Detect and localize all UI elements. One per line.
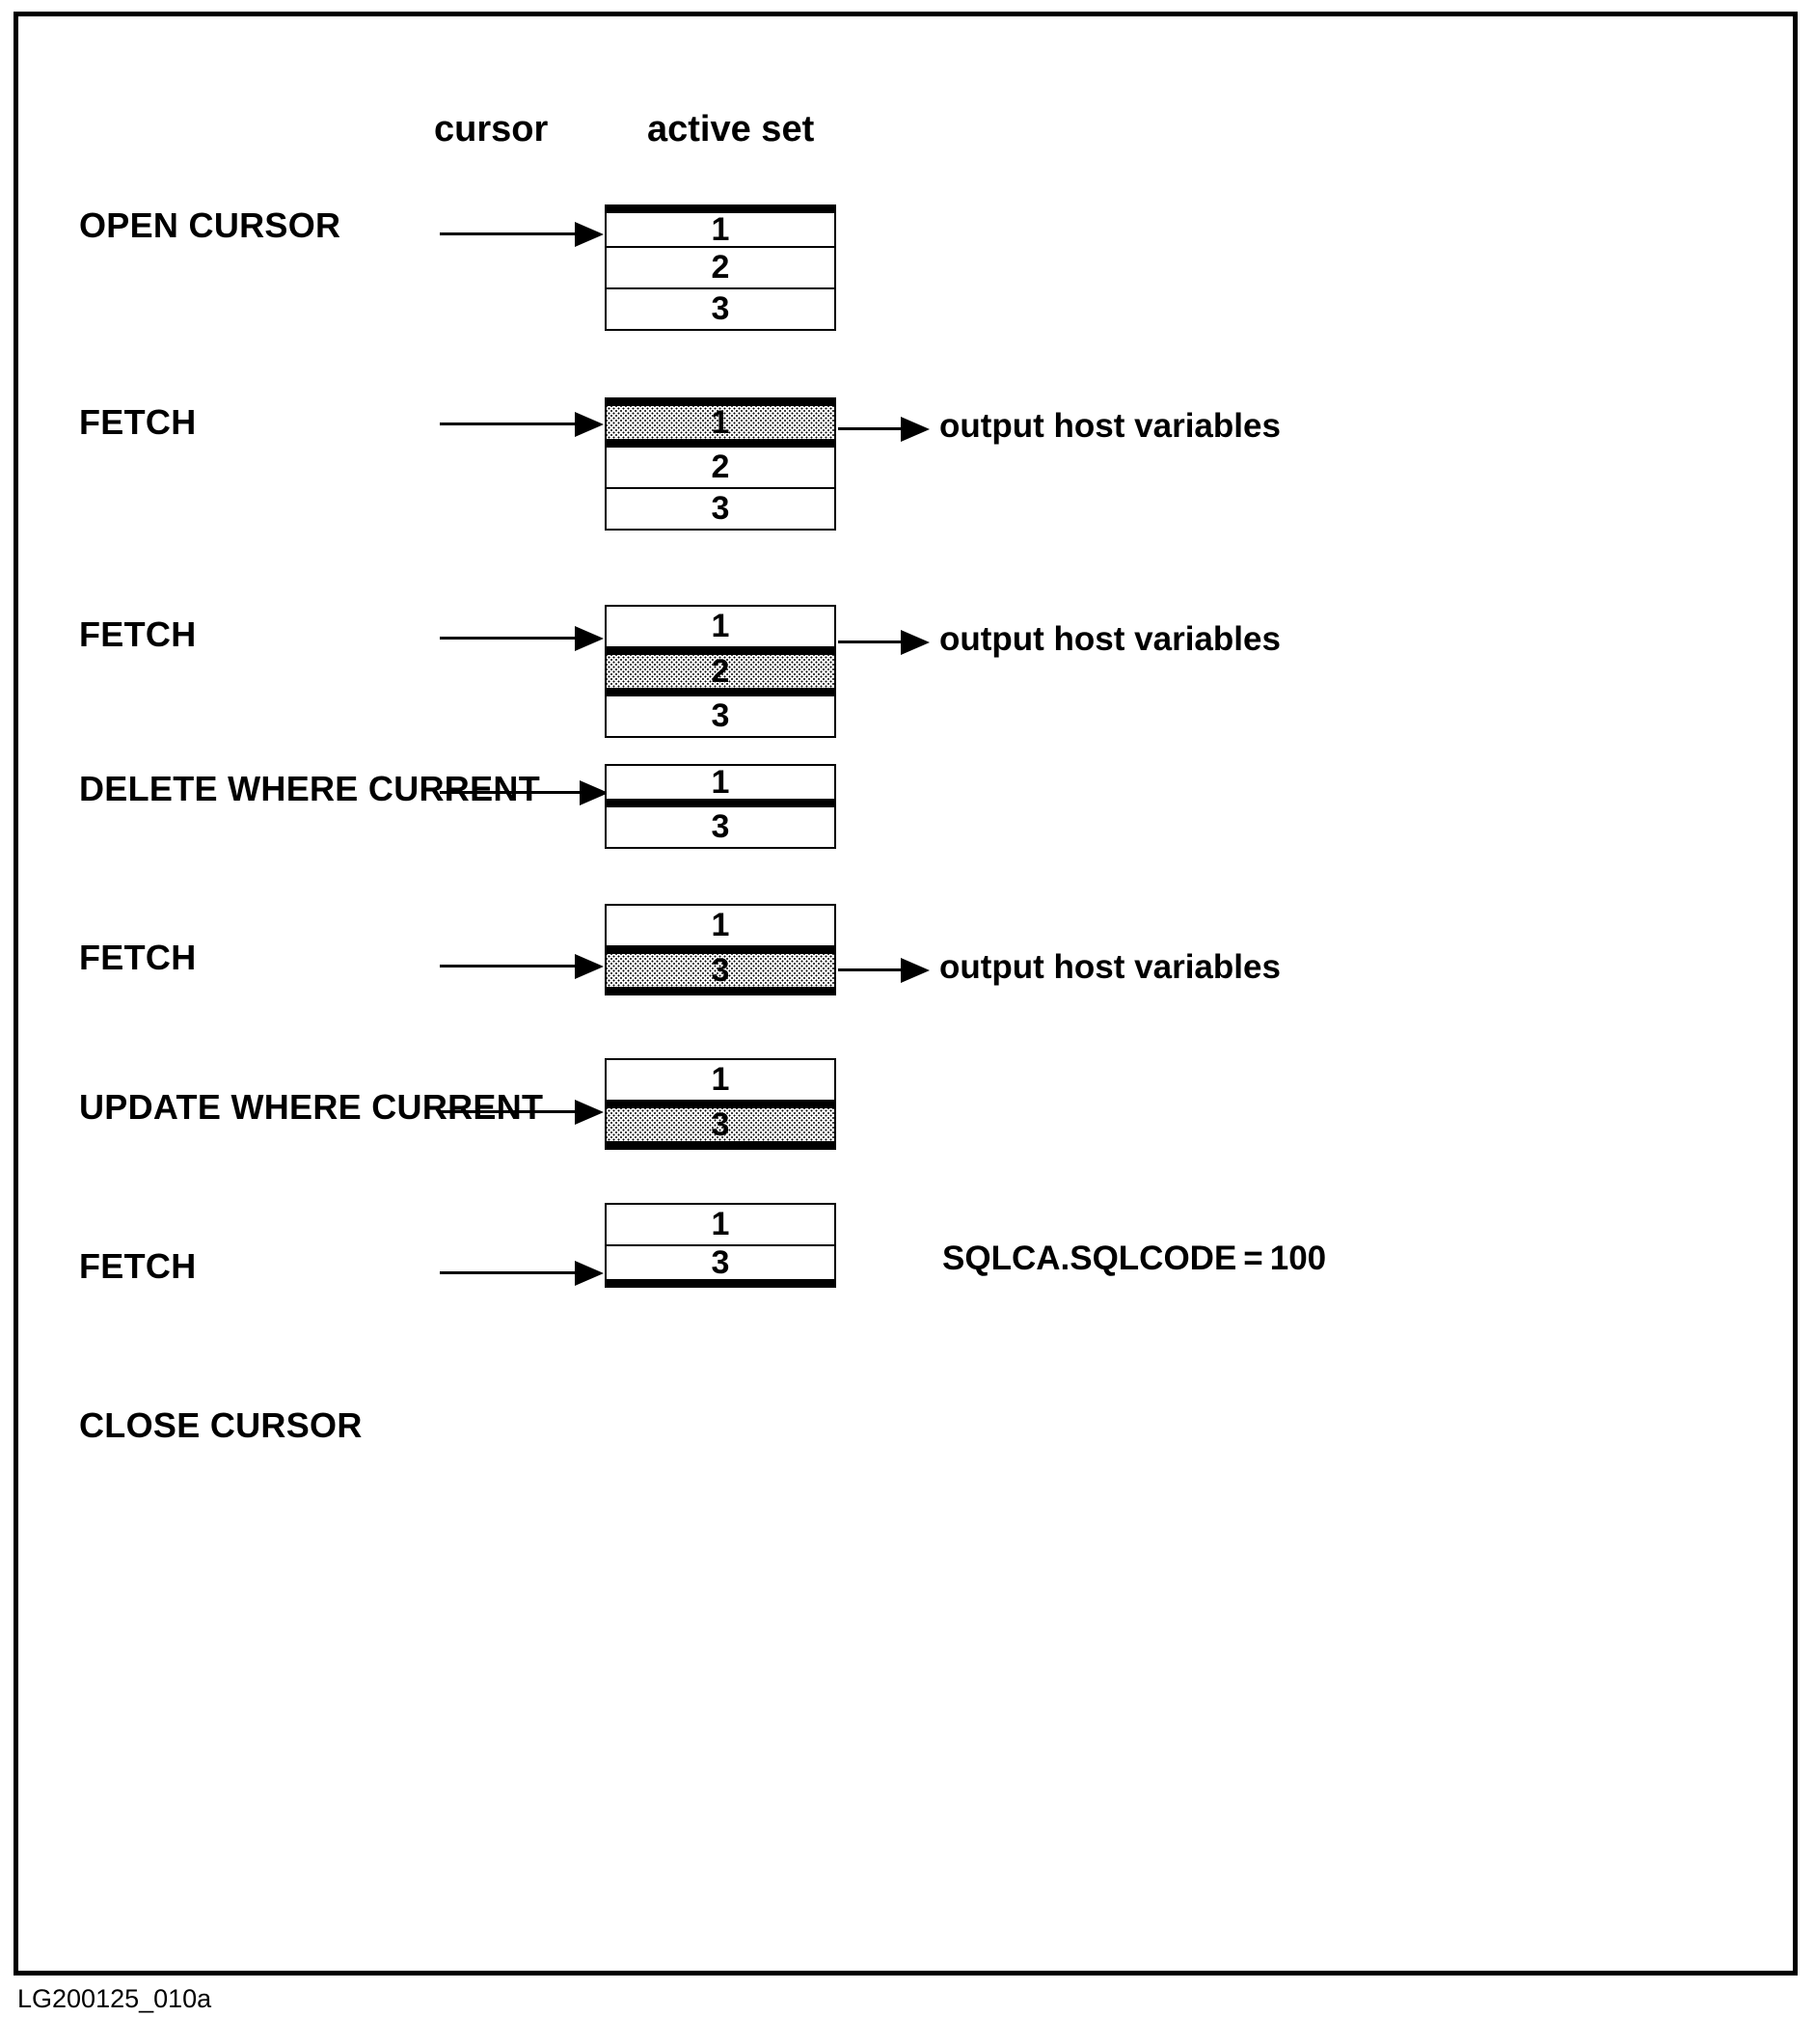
active-set-row-value: 1 — [711, 403, 730, 441]
active-set-row-current: 2 — [605, 646, 836, 696]
arrow-head — [575, 1261, 604, 1286]
arrow-head — [901, 417, 930, 442]
arrow-shaft — [440, 1110, 577, 1113]
arrow-head — [575, 222, 604, 247]
active-set-row: 3 — [605, 487, 836, 531]
active-set-row-current: 1 — [605, 397, 836, 448]
active-set-row-value: 3 — [711, 290, 730, 327]
cursor-arrow-icon — [440, 626, 604, 651]
active-set-row: 1 — [605, 1058, 836, 1102]
output-host-variables-label: output host variables — [939, 407, 1281, 445]
active-set-row-value: 3 — [711, 951, 730, 989]
arrow-head — [575, 1100, 604, 1125]
figure-caption-id: LG200125_010a — [17, 1984, 212, 2013]
arrow-head — [901, 958, 930, 983]
active-set-row-value: 3 — [711, 1105, 730, 1143]
sqlcode-status-label: SQLCA.SQLCODE = 100 — [942, 1240, 1327, 1277]
active-set-row-value: 3 — [711, 808, 730, 845]
arrow-shaft — [440, 232, 577, 235]
arrow-head — [575, 954, 604, 979]
cursor-arrow-icon — [440, 780, 609, 805]
step-label-fetch: FETCH — [79, 938, 197, 977]
active-set-row: 1 — [605, 1203, 836, 1246]
arrow-shaft — [838, 427, 903, 430]
active-set-row: 3 — [605, 287, 836, 331]
active-set-row-value: 1 — [711, 1206, 730, 1242]
output-arrow-icon — [838, 630, 930, 655]
column-header-cursor: cursor — [434, 109, 549, 150]
active-set-row-value: 2 — [711, 449, 730, 485]
arrow-shaft — [440, 1271, 577, 1274]
arrow-shaft — [440, 637, 577, 640]
active-set-row: 1 — [605, 605, 836, 648]
active-set-row-value: 1 — [711, 608, 730, 644]
active-set-row-current: 3 — [605, 1100, 836, 1150]
active-set-table: 1 2 3 — [605, 605, 836, 738]
active-set-row: 2 — [605, 246, 836, 289]
step-label-fetch: FETCH — [79, 402, 197, 442]
output-host-variables-label: output host variables — [939, 948, 1281, 986]
active-set-row-value: 1 — [711, 907, 730, 943]
cursor-arrow-icon — [440, 412, 604, 437]
active-set-row-value: 3 — [711, 697, 730, 734]
active-set-row-value: 1 — [711, 763, 730, 801]
step-label-fetch: FETCH — [79, 1246, 197, 1286]
step-label-close-cursor: CLOSE CURSOR — [79, 1405, 363, 1445]
active-set-row: 1 — [605, 204, 836, 248]
arrow-shaft — [440, 422, 577, 425]
active-set-row: 3 — [605, 1244, 836, 1288]
arrow-head — [575, 412, 604, 437]
cursor-arrow-icon — [440, 1261, 604, 1286]
step-label-delete-where-current: DELETE WHERE CURRENT — [79, 769, 541, 808]
arrow-shaft — [838, 640, 903, 643]
active-set-row-value: 3 — [711, 1243, 730, 1281]
active-set-row-value: 1 — [711, 1061, 730, 1098]
active-set-row-current: 3 — [605, 945, 836, 995]
step-label-update-where-current: UPDATE WHERE CURRENT — [79, 1087, 544, 1127]
arrow-shaft — [440, 791, 582, 794]
cursor-arrow-icon — [440, 1100, 604, 1125]
active-set-row-value: 3 — [711, 490, 730, 527]
step-label-open-cursor: OPEN CURSOR — [79, 205, 341, 245]
active-set-row-value: 2 — [711, 249, 730, 286]
arrow-head — [580, 780, 609, 805]
active-set-row: 3 — [605, 805, 836, 849]
active-set-row: 1 — [605, 764, 836, 807]
active-set-row-value: 1 — [711, 210, 730, 248]
arrow-shaft — [440, 965, 577, 967]
arrow-head — [575, 626, 604, 651]
active-set-row-value: 2 — [711, 652, 730, 690]
active-set-row: 1 — [605, 904, 836, 947]
cursor-arrow-icon — [440, 222, 604, 247]
output-host-variables-label: output host variables — [939, 620, 1281, 658]
column-header-active-set: active set — [647, 109, 815, 150]
step-label-fetch: FETCH — [79, 614, 197, 654]
active-set-row: 3 — [605, 695, 836, 738]
active-set-table: 1 2 3 — [605, 397, 836, 531]
active-set-row: 2 — [605, 446, 836, 489]
output-arrow-icon — [838, 417, 930, 442]
cursor-arrow-icon — [440, 954, 604, 979]
arrow-shaft — [838, 968, 903, 971]
output-arrow-icon — [838, 958, 930, 983]
arrow-head — [901, 630, 930, 655]
